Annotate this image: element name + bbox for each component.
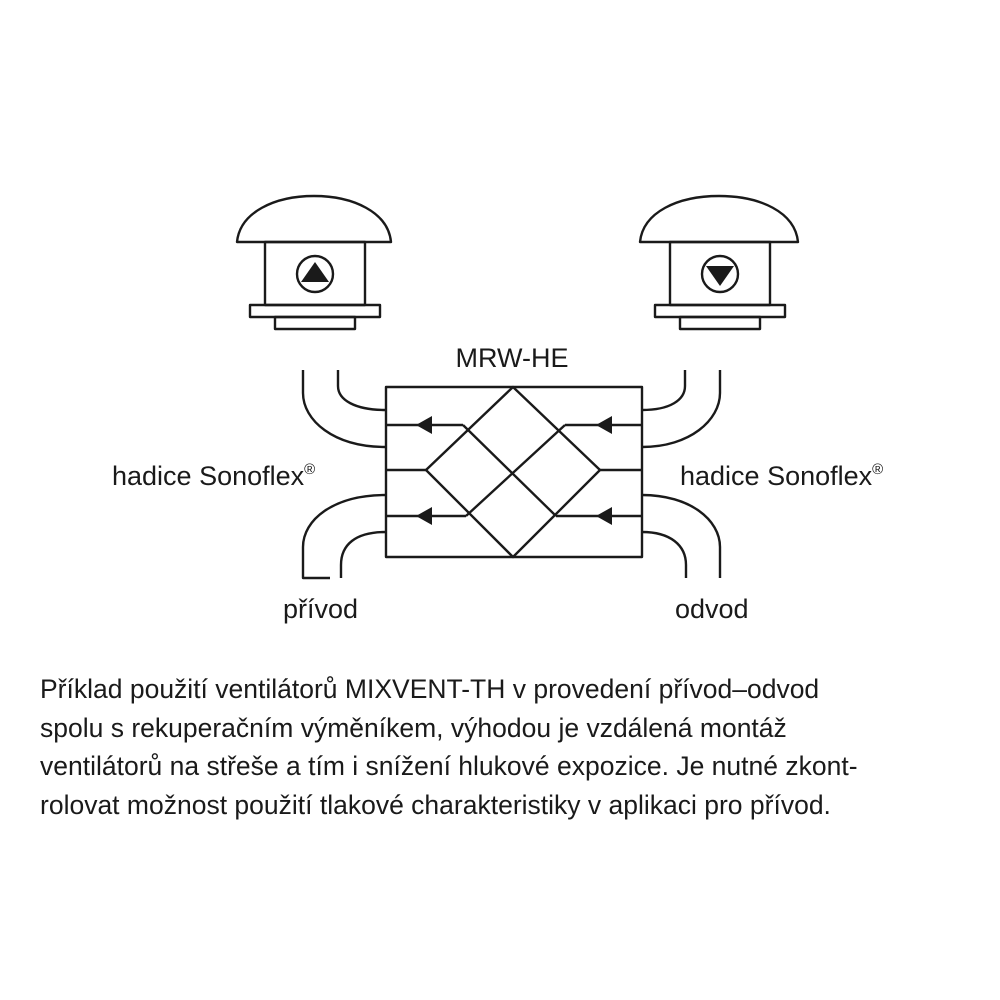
caption-line: rolovat možnost použití tlakové charakte…	[40, 789, 831, 820]
exhaust-label: odvod	[675, 594, 749, 624]
caption: Příklad použití ventilátorů MIXVENT-TH v…	[40, 670, 975, 824]
hose-lower-left	[301, 493, 387, 580]
flow-arrow-icon	[416, 416, 432, 434]
supply-label: přívod	[283, 594, 358, 624]
left-roof-fan	[235, 194, 393, 331]
caption-line: ventilátorů na střeše a tím i snížení hl…	[40, 751, 858, 781]
caption-line: Příklad použití ventilátorů MIXVENT-TH v…	[40, 674, 820, 704]
hose-upper-left	[301, 370, 387, 449]
right-fan-flange	[653, 303, 787, 319]
heat-exchanger	[384, 385, 644, 559]
right-fan-collar	[678, 315, 762, 331]
hose-lower-right	[641, 493, 722, 578]
right-fan-hood	[638, 194, 800, 244]
left-fan-hood	[235, 194, 393, 244]
exchanger-label: MRW-HE	[456, 343, 569, 373]
left-fan-flange	[248, 303, 382, 319]
hose-upper-right	[641, 370, 722, 449]
arrow-down-icon	[700, 254, 740, 294]
flow-arrow-icon	[596, 416, 612, 434]
ventilation-diagram: MRW-HE hadice Sonoflex® hadice Sonoflex®	[112, 194, 883, 624]
caption-line: spolu s rekuperačním výměníkem, výhodou …	[40, 712, 787, 743]
left-fan-collar	[273, 315, 357, 331]
right-roof-fan	[638, 194, 800, 331]
flow-arrow-icon	[416, 507, 432, 525]
hose-label-left: hadice Sonoflex®	[112, 461, 315, 491]
hose-label-right: hadice Sonoflex®	[680, 461, 883, 491]
flow-arrow-icon	[596, 507, 612, 525]
arrow-up-icon	[295, 254, 335, 294]
